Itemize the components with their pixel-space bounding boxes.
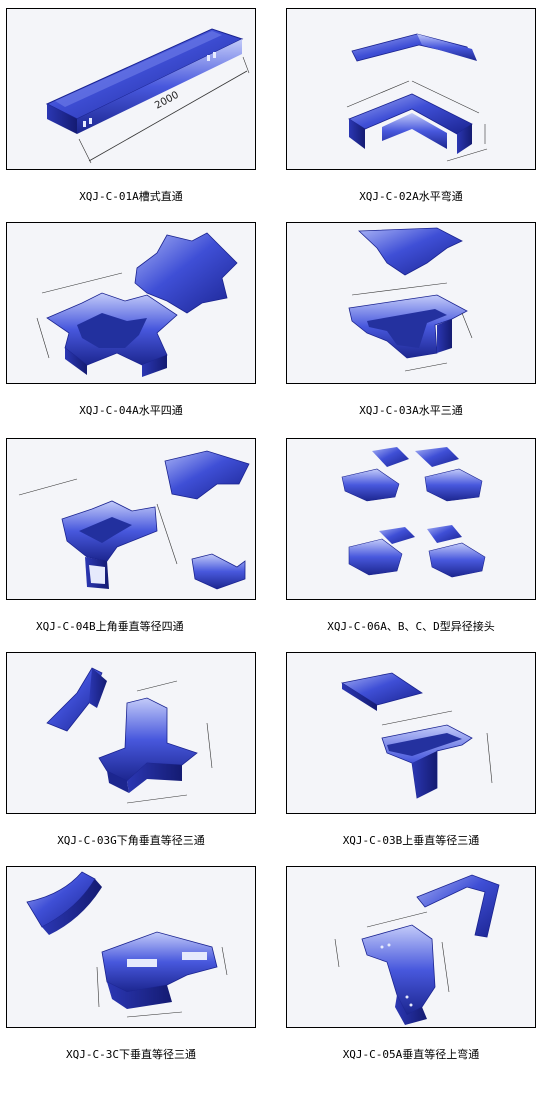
product-image-05a bbox=[286, 866, 536, 1028]
product-caption: XQJ-C-03A水平三通 bbox=[359, 404, 463, 417]
product-image-06 bbox=[286, 438, 536, 600]
product-image-03a bbox=[286, 222, 536, 384]
product-image-04a bbox=[6, 222, 256, 384]
product-image-3c bbox=[6, 866, 256, 1028]
product-caption: XQJ-C-03G下角垂直等径三通 bbox=[57, 834, 205, 847]
product-caption: XQJ-C-05A垂直等径上弯通 bbox=[342, 1048, 480, 1061]
product-caption: XQJ-C-04A水平四通 bbox=[79, 404, 183, 417]
product-caption: XQJ-C-01A槽式直通 bbox=[79, 190, 183, 203]
product-caption: XQJ-C-04B上角垂直等径四通 bbox=[36, 620, 184, 633]
product-image-04b bbox=[6, 438, 256, 600]
product-image-03g bbox=[6, 652, 256, 814]
product-caption: XQJ-C-3C下垂直等径三通 bbox=[66, 1048, 196, 1061]
product-caption: XQJ-C-06A、B、C、D型异径接头 bbox=[327, 620, 495, 633]
product-image-03b bbox=[286, 652, 536, 814]
product-image-02a bbox=[286, 8, 536, 170]
product-caption: XQJ-C-03B上垂直等径三通 bbox=[342, 834, 480, 847]
product-image-01a: 2000 bbox=[6, 8, 256, 170]
product-caption: XQJ-C-02A水平弯通 bbox=[359, 190, 463, 203]
